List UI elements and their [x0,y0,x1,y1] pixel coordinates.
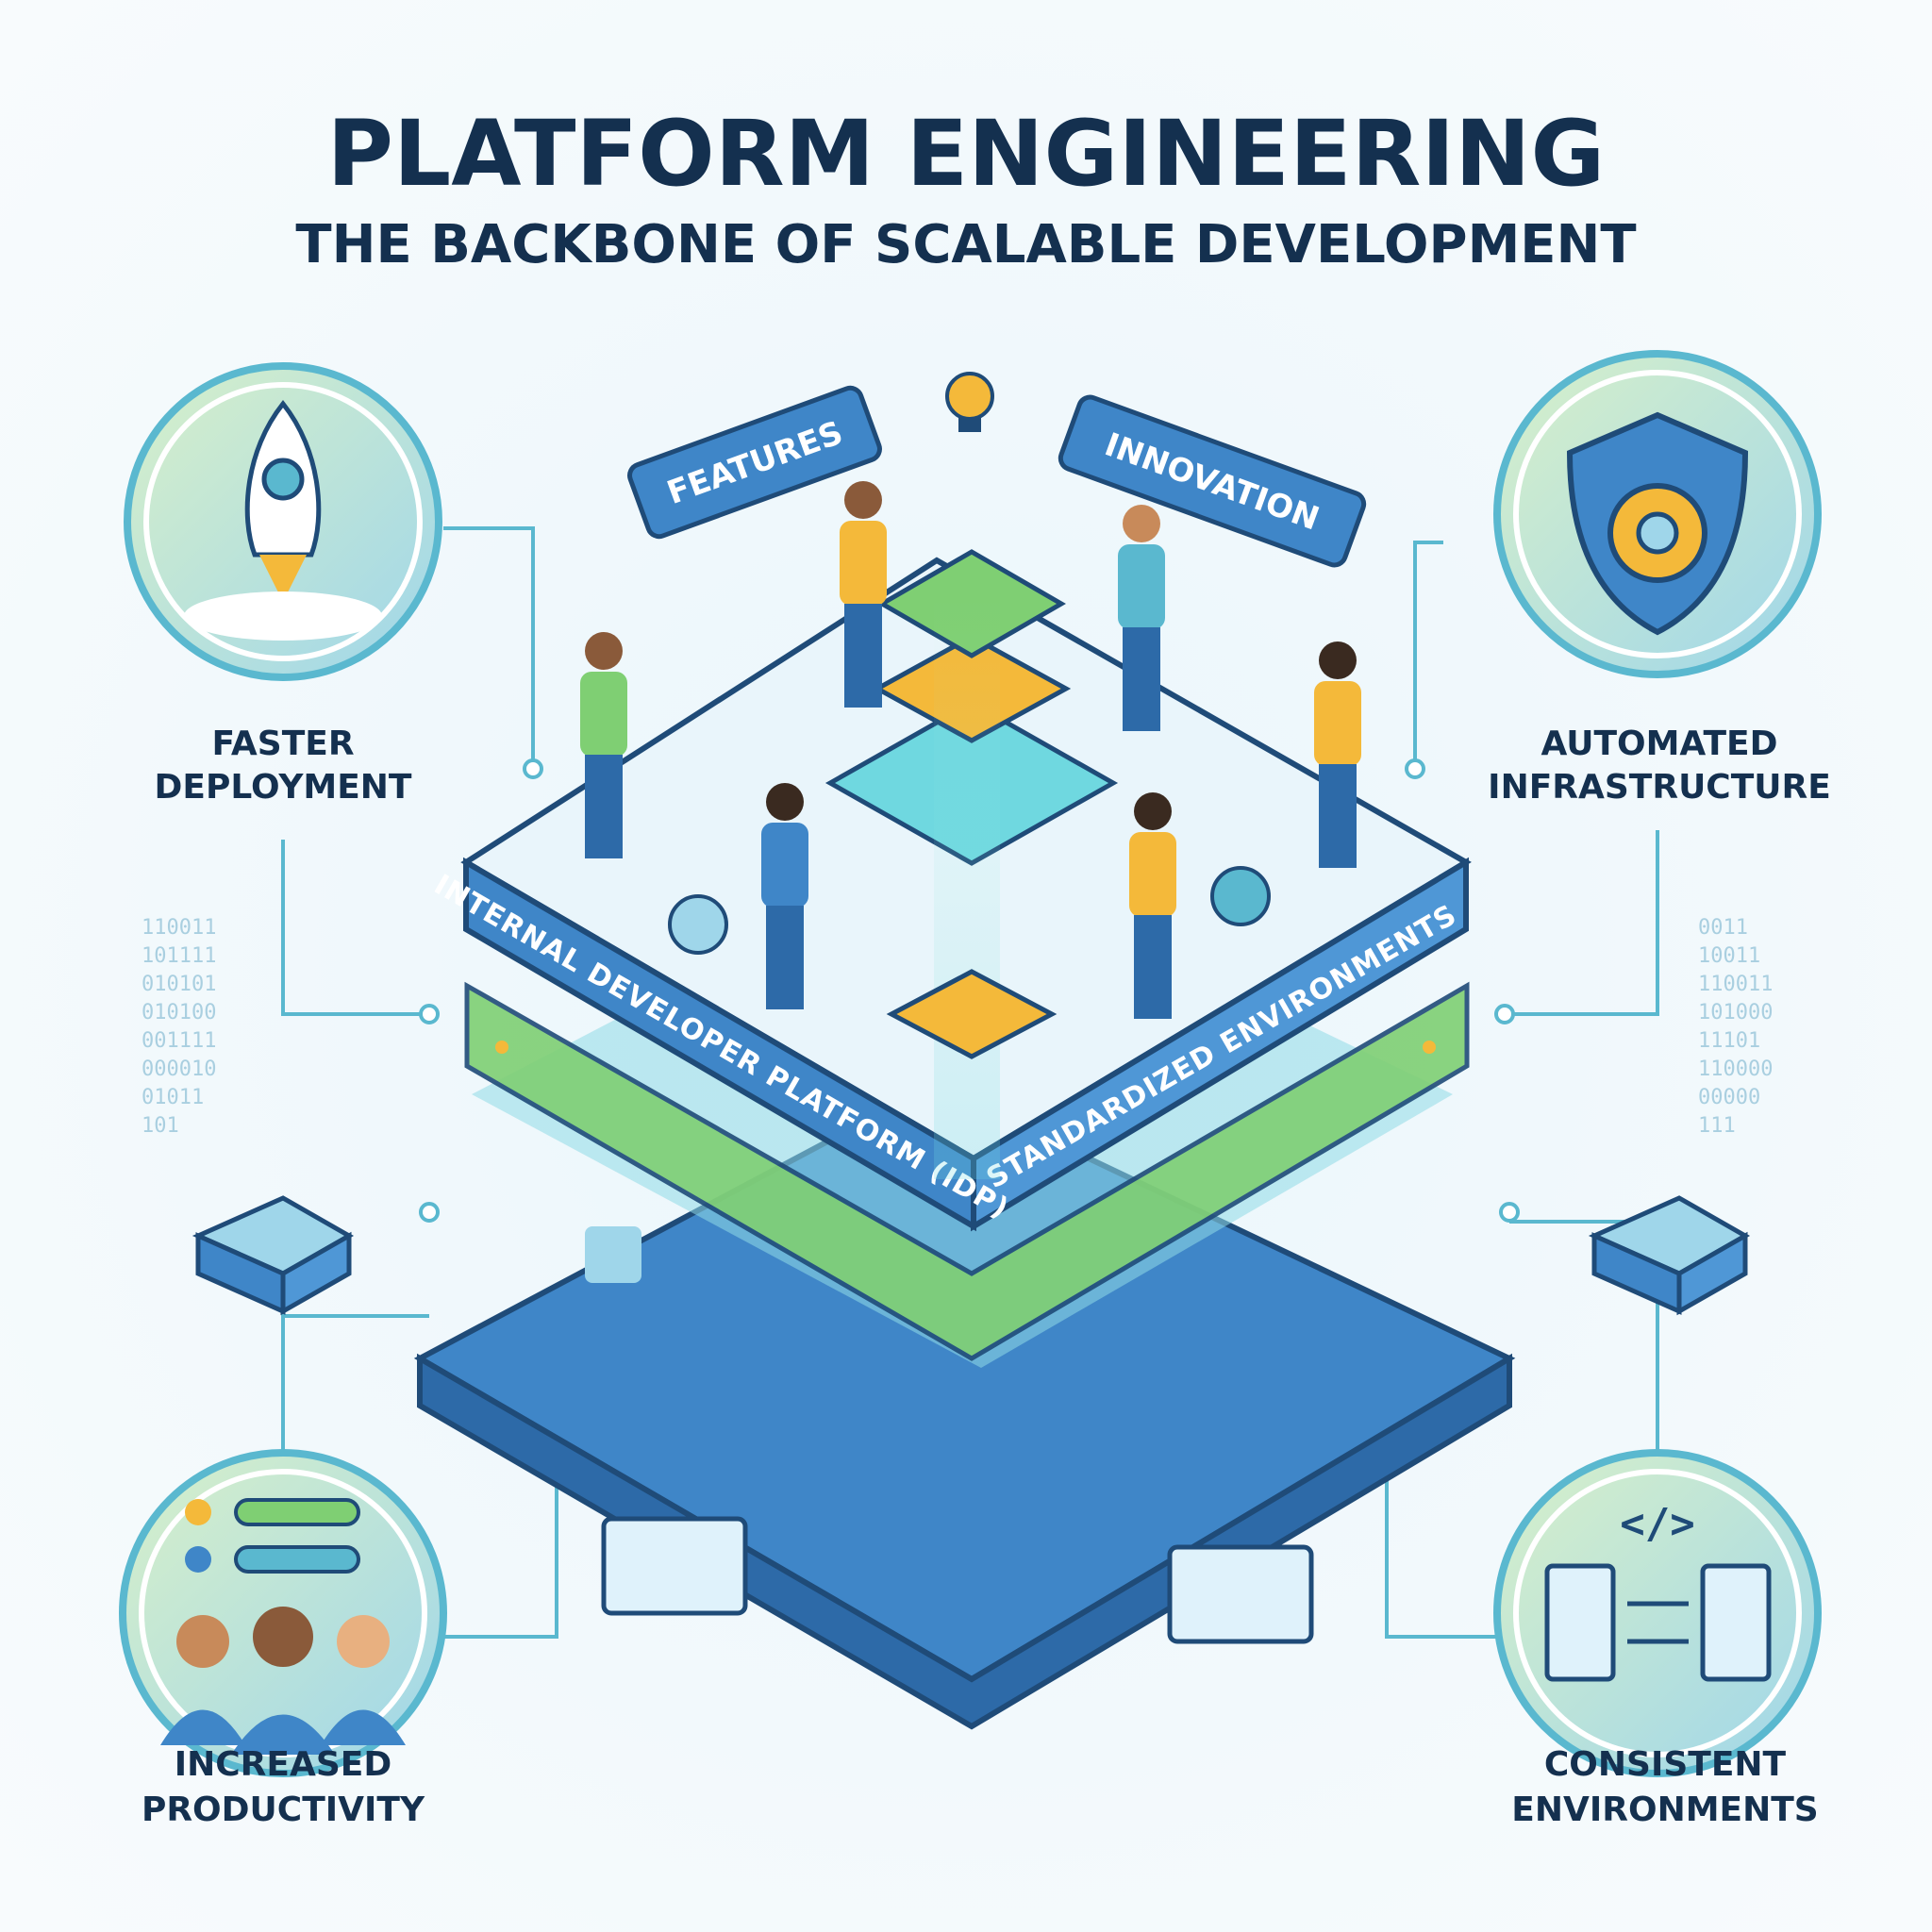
svg-text:110011: 110011 [142,916,216,940]
binary-left: 110011 101111 010101 010100 001111 00001… [142,916,216,1138]
page-title: PLATFORM ENGINEERING [327,101,1606,207]
rocket-icon [184,399,382,641]
benefit-consistent-environments: </> CONSISTENT ENVIRONMENTS [1493,1449,1822,1829]
svg-text:</>: </> [1620,1500,1694,1548]
shield-gear-icon [1566,411,1749,636]
svg-text:INFRASTRUCTURE: INFRASTRUCTURE [1488,768,1831,807]
benefit-increased-productivity: INCREASED PRODUCTIVITY [119,1449,447,1829]
people [580,481,1361,1019]
svg-text:INCREASED: INCREASED [175,1745,392,1784]
svg-text:FASTER: FASTER [211,724,354,763]
svg-text:DEPLOYMENT: DEPLOYMENT [154,768,411,807]
svg-text:000010: 000010 [142,1058,216,1081]
svg-text:010100: 010100 [142,1001,216,1024]
svg-text:101: 101 [142,1114,179,1138]
svg-text:111: 111 [1698,1114,1736,1138]
svg-text:101111: 101111 [142,944,216,968]
page-subtitle: THE BACKBONE OF SCALABLE DEVELOPMENT [295,214,1636,275]
gear-icon [585,1226,641,1283]
module-icon [886,969,1058,1059]
svg-text:110011: 110011 [1698,973,1773,996]
side-device-left [192,1195,355,1316]
server-icon [1167,1544,1314,1644]
binary-right: 0011 10011 110011 101000 11101 110000 00… [1698,916,1773,1138]
svg-text:010101: 010101 [142,973,216,996]
svg-text:10011: 10011 [1698,944,1760,968]
side-device-right [1588,1195,1751,1316]
server-icon [601,1516,748,1616]
svg-text:ENVIRONMENTS: ENVIRONMENTS [1511,1790,1818,1829]
servers-sync-icon: </> [1544,1500,1772,1682]
svg-text:101000: 101000 [1698,1001,1773,1024]
team-icon [160,1498,406,1755]
gear-icon [1210,866,1271,926]
svg-text:11101: 11101 [1698,1029,1760,1053]
features-tag: FEATURES [627,385,882,540]
innovation-tag: INNOVATION [1058,394,1367,568]
svg-text:0011: 0011 [1698,916,1748,940]
svg-text:AUTOMATED: AUTOMATED [1541,724,1777,763]
svg-text:110000: 110000 [1698,1058,1773,1081]
benefit-automated-infrastructure: AUTOMATED INFRASTRUCTURE [1488,350,1831,807]
svg-text:01011: 01011 [142,1086,204,1109]
lightbulb-icon [945,372,994,432]
svg-text:PRODUCTIVITY: PRODUCTIVITY [142,1790,425,1829]
svg-text:001111: 001111 [142,1029,216,1053]
gear-icon [668,894,728,955]
svg-text:CONSISTENT: CONSISTENT [1544,1745,1787,1784]
svg-text:00000: 00000 [1698,1086,1760,1109]
benefit-faster-deployment: FASTER DEPLOYMENT [124,362,442,807]
